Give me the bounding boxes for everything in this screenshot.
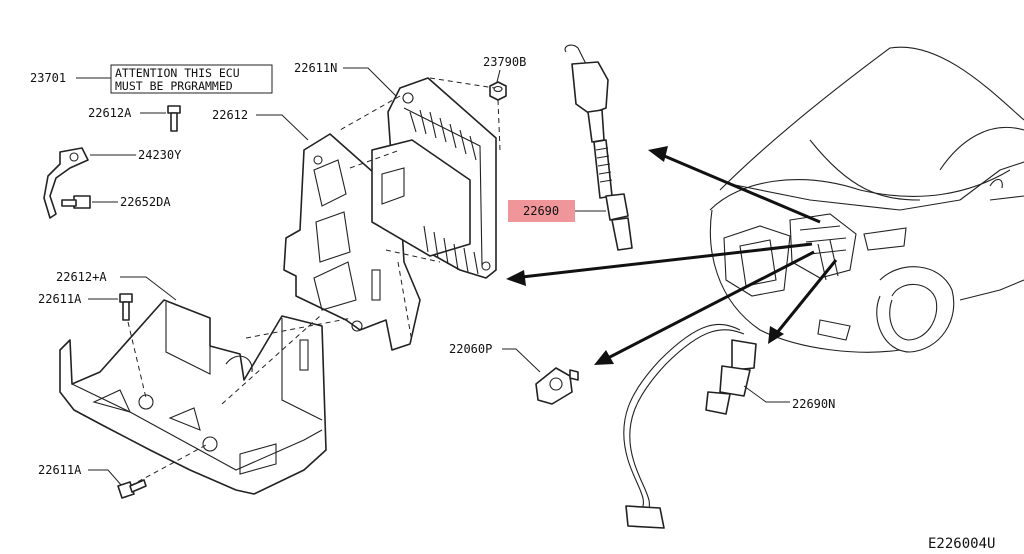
lower-bracket: 22612+A (56, 270, 327, 495)
label-22612plusA: 22612+A (56, 270, 107, 284)
label-22611A-top: 22611A (38, 292, 82, 306)
screw-22652DA: 22652DA (61, 195, 171, 209)
label-23790B: 23790B (483, 55, 526, 69)
ecu-unit (371, 77, 497, 279)
label-22611N: 22611N (294, 61, 337, 75)
label-22060P: 22060P (449, 342, 492, 356)
label-22612A: 22612A (88, 106, 132, 120)
bracket-24230Y: 24230Y (43, 147, 182, 219)
label-22690N: 22690N (792, 397, 835, 411)
vehicle-illustration (709, 46, 1024, 353)
highlight-22690 (508, 200, 575, 222)
warning-line-1: ATTENTION THIS ECU (115, 66, 240, 80)
label-22612: 22612 (212, 108, 248, 122)
bolt-22611A-bottom: 22611A (38, 463, 147, 499)
ecu-warning-label: ATTENTION THIS ECU MUST BE PRGRAMMED 237… (30, 64, 273, 94)
label-24230Y: 24230Y (138, 148, 182, 162)
diagram-code: E226004U (928, 536, 995, 552)
sensor-22690: 22690 (508, 44, 633, 251)
label-22611A-bottom: 22611A (38, 463, 82, 477)
nut-23790B: 23790B (483, 55, 526, 101)
label-23701: 23701 (30, 71, 66, 85)
warning-box (110, 64, 273, 94)
location-arrows (506, 146, 838, 365)
oxygen-sensor-22690N: 22690N (623, 323, 835, 529)
warning-line-2: MUST BE PRGRAMMED (115, 79, 233, 93)
bolt-22611A-top: 22611A (38, 292, 133, 321)
bolt-22612A: 22612A (88, 105, 181, 132)
label-22690: 22690 (523, 204, 559, 218)
label-22652DA: 22652DA (120, 195, 171, 209)
knock-sensor-22060P: 22060P (449, 342, 579, 405)
